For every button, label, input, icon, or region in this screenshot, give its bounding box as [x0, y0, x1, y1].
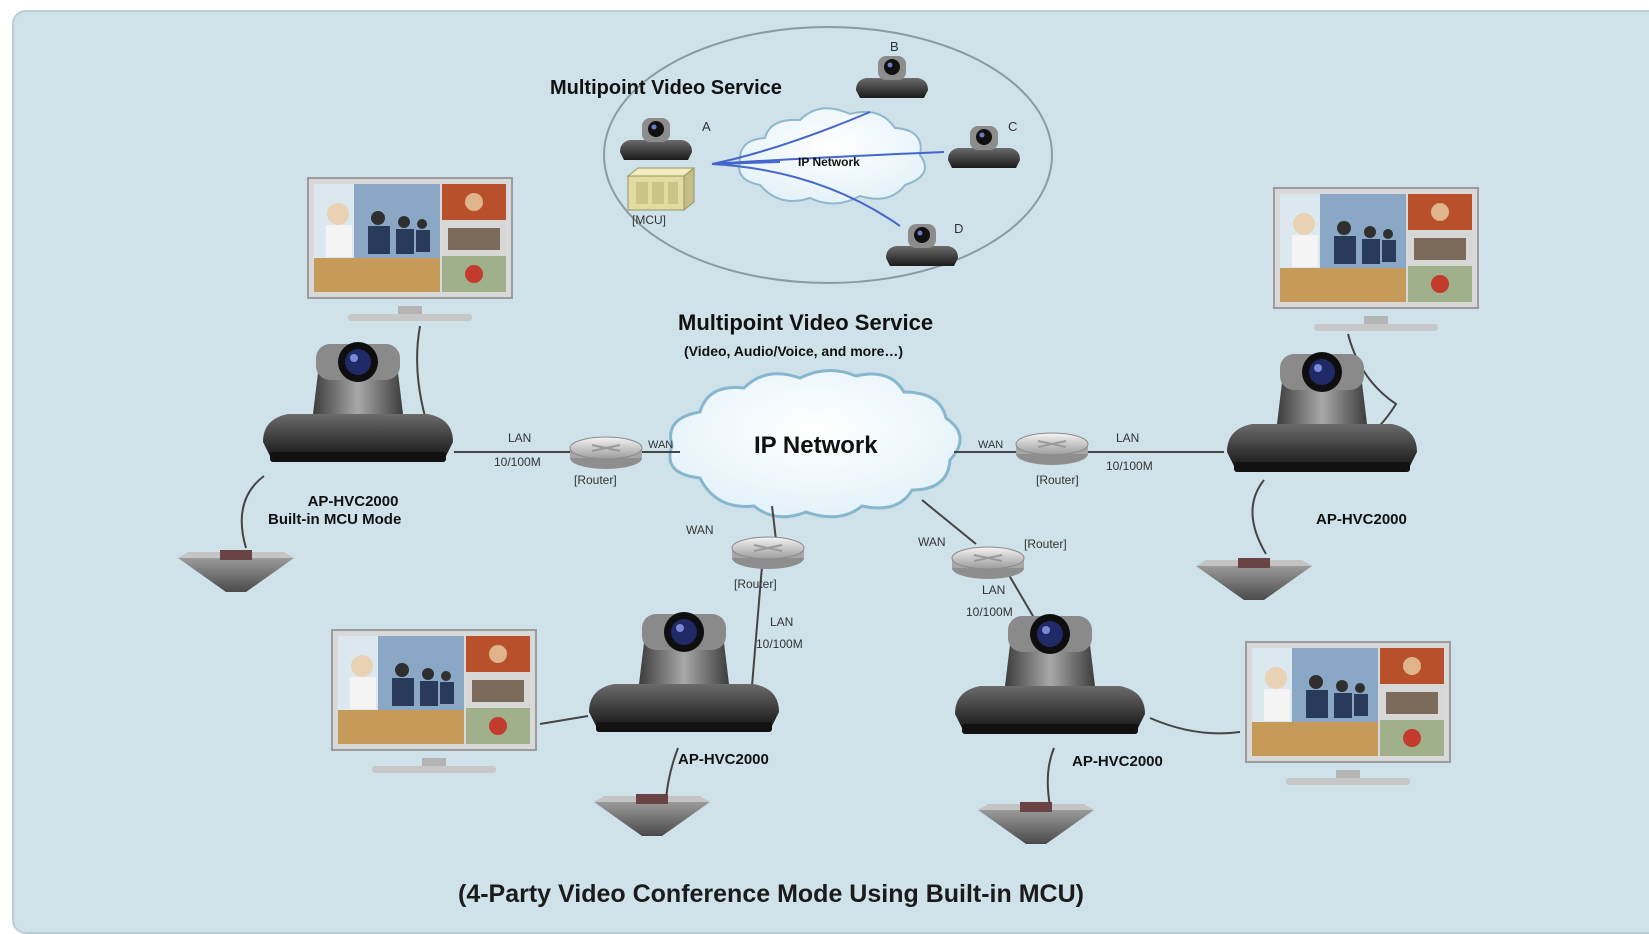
wan-label: WAN: [686, 523, 714, 537]
site-model-label: AP-HVC2000: [1072, 753, 1163, 770]
inset-camera-a-icon: [620, 118, 692, 160]
diagram-caption: (4-Party Video Conference Mode Using Bui…: [458, 880, 1084, 908]
inset-network-label: IP Network: [798, 155, 860, 169]
router-east-icon: [1015, 432, 1089, 466]
wan-label: WAN: [978, 439, 1004, 451]
inset-camera-b-icon: [856, 56, 928, 98]
monitor-bottom-left: [331, 629, 537, 774]
inset-camera-d-icon: [886, 224, 958, 266]
codec-bottom-right-icon: [955, 614, 1145, 734]
inset-mcu-label: [MCU]: [632, 213, 666, 227]
inset-cloud: [738, 107, 926, 205]
speed-label: 10/100M: [966, 605, 1013, 619]
site-model-label: AP-HVC2000: [307, 493, 399, 510]
router-southeast-icon: [951, 546, 1025, 580]
inset-endpoint-c: C: [1008, 119, 1018, 134]
codec-top-left-icon: [263, 342, 453, 462]
monitor-bottom-right: [1245, 641, 1451, 786]
monitor-top-right: [1273, 187, 1479, 332]
inset-endpoint-b: B: [890, 39, 899, 54]
mic-top-right-icon: [1196, 558, 1312, 600]
router-west-icon: [569, 436, 643, 470]
lan-label: LAN: [982, 583, 1006, 597]
router-label: [Router]: [574, 473, 617, 487]
inset-endpoint-a: A: [702, 119, 711, 134]
site-mode-label: Built-in MCU Mode: [268, 511, 402, 528]
router-south-icon: [731, 536, 805, 570]
mic-top-left-icon: [178, 550, 294, 592]
speed-label: 10/100M: [756, 637, 803, 651]
network-diagram: [178, 26, 1479, 844]
ip-network-label: IP Network: [754, 432, 878, 459]
router-label: [Router]: [1024, 537, 1067, 551]
inset-ellipse: [603, 26, 1053, 284]
mic-bottom-right-icon: [978, 802, 1094, 844]
router-label: [Router]: [734, 577, 777, 591]
speed-label: 10/100M: [1106, 459, 1153, 473]
monitor-top-left: [307, 177, 513, 322]
service-title: Multipoint Video Service: [678, 310, 934, 335]
inset-endpoint-d: D: [954, 221, 964, 236]
mic-bottom-center-icon: [594, 794, 710, 836]
speed-label: 10/100M: [494, 455, 541, 469]
inset-links: [711, 111, 945, 227]
codec-bottom-center-icon: [589, 612, 779, 732]
ip-network-cloud: [668, 369, 962, 519]
site-model-label: AP-HVC2000: [1316, 511, 1407, 528]
codec-top-right-icon: [1227, 352, 1417, 472]
inset-title: Multipoint Video Service: [550, 77, 782, 99]
wan-label: WAN: [918, 535, 946, 549]
mcu-icon: [627, 167, 695, 211]
site-model-label: AP-HVC2000: [678, 751, 769, 768]
lan-label: LAN: [508, 431, 532, 445]
wan-label: WAN: [648, 439, 674, 451]
lan-label: LAN: [1116, 431, 1140, 445]
router-label: [Router]: [1036, 473, 1079, 487]
service-subtitle: (Video, Audio/Voice, and more…): [684, 343, 904, 359]
lan-label: LAN: [770, 615, 794, 629]
